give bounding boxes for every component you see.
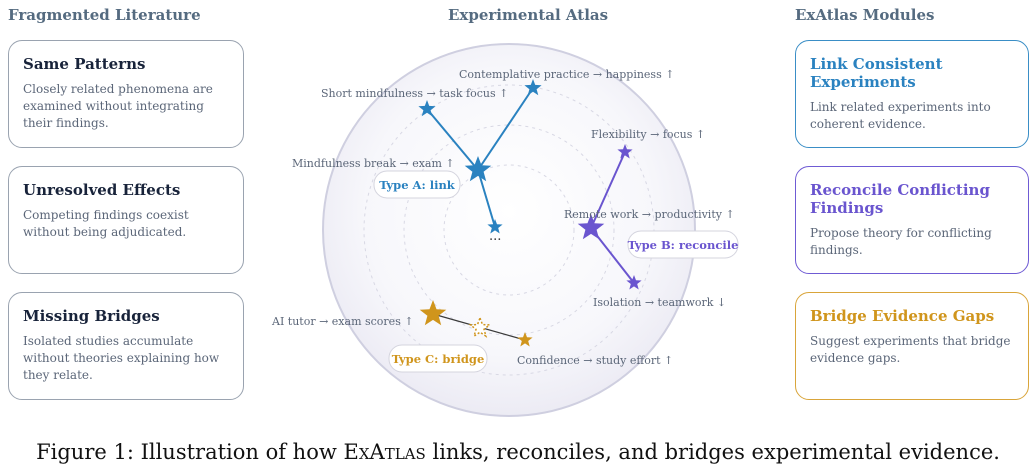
- badge-type-c-label: Type C: bridge: [392, 352, 485, 366]
- atlas-globe: [322, 43, 696, 417]
- figure-caption: Figure 1: Illustration of how EXATLAS li…: [0, 440, 1036, 464]
- card-title: Missing Bridges: [23, 307, 160, 325]
- card-bridge-gaps: Bridge Evidence Gaps Suggest experiments…: [795, 292, 1029, 400]
- star-mindfulness-break-icon: [487, 219, 503, 234]
- caption-name: A: [369, 440, 385, 464]
- badge-type-c: [388, 344, 488, 373]
- atlas-ring: [403, 124, 615, 336]
- caption-name: TLAS: [384, 445, 426, 463]
- star-short-mindfulness-icon: [418, 100, 436, 117]
- star-hub-link-icon: [464, 156, 492, 182]
- card-body: Isolated studies accumulate without theo…: [23, 334, 220, 382]
- node-label-isolation: Isolation → teamwork ↓: [593, 296, 726, 309]
- badge-type-a-label: Type A: link: [379, 178, 456, 192]
- atlas-ring: [363, 84, 655, 376]
- star-confidence-icon: [517, 332, 533, 347]
- card-unresolved-effects: Unresolved Effects Competing findings co…: [8, 166, 244, 274]
- card-same-patterns: Same Patterns Closely related phenomena …: [8, 40, 244, 148]
- link-edge: [477, 87, 534, 171]
- card-title: Link Consistent Experiments: [810, 55, 943, 91]
- badge-type-b: [627, 230, 739, 259]
- caption-name: E: [343, 440, 359, 464]
- node-label-flexibility: Flexibility → focus ↑: [591, 128, 705, 141]
- link-edge: [426, 108, 479, 171]
- node-label-ellipsis: ...: [489, 229, 501, 244]
- card-title: Same Patterns: [23, 55, 146, 73]
- card-missing-bridges: Missing Bridges Isolated studies accumul…: [8, 292, 244, 400]
- atlas-ring: [443, 164, 575, 296]
- left-column-heading: Fragmented Literature: [8, 6, 201, 24]
- card-title: Reconcile Conflicting Findings: [810, 181, 990, 217]
- card-link-consistent: Link Consistent Experiments Link related…: [795, 40, 1029, 148]
- node-label-mindfulness-break: Mindfulness break → exam ↑: [292, 157, 455, 170]
- star-hub-reconcile-icon: [577, 214, 605, 240]
- caption-name: X: [358, 445, 370, 463]
- caption-suffix: links, reconciles, and bridges experimen…: [425, 440, 1000, 464]
- node-label-confidence: Confidence → study effort ↑: [517, 354, 673, 367]
- card-body: Link related experiments into coherent e…: [810, 100, 991, 131]
- right-column-heading: ExAtlas Modules: [795, 6, 935, 24]
- star-isolation-icon: [626, 275, 642, 290]
- card-body: Closely related phenomena are examined w…: [23, 82, 213, 130]
- card-body: Suggest experiments that bridge evidence…: [810, 334, 1011, 365]
- experimental-atlas-diagram: Contemplative practice → happiness ↑ Sho…: [271, 43, 739, 417]
- star-ai-tutor-icon: [419, 300, 447, 326]
- badge-type-b-label: Type B: reconcile: [628, 238, 739, 252]
- card-reconcile-conflicting: Reconcile Conflicting Findings Propose t…: [795, 166, 1029, 274]
- badge-type-a: [373, 170, 461, 199]
- reconcile-edge: [590, 151, 626, 229]
- card-title: Unresolved Effects: [23, 181, 181, 199]
- node-label-short-mindfulness: Short mindfulness → task focus ↑: [321, 87, 508, 100]
- card-body: Propose theory for conflicting findings.: [810, 226, 992, 257]
- star-flexibility-icon: [617, 144, 633, 159]
- star-contemplative-icon: [524, 79, 542, 96]
- card-title: Bridge Evidence Gaps: [810, 307, 995, 325]
- node-label-remote: Remote work → productivity ↑: [564, 208, 735, 221]
- caption-prefix: Figure 1: Illustration of how: [36, 440, 344, 464]
- center-column-heading: Experimental Atlas: [448, 6, 609, 24]
- card-body: Competing findings coexist without being…: [23, 208, 189, 239]
- link-edge: [477, 169, 496, 228]
- node-label-ai-tutor: AI tutor → exam scores ↑: [271, 315, 414, 328]
- star-bridge-hypothesis-icon: [468, 315, 492, 338]
- node-label-contemplative: Contemplative practice → happiness ↑: [459, 68, 674, 81]
